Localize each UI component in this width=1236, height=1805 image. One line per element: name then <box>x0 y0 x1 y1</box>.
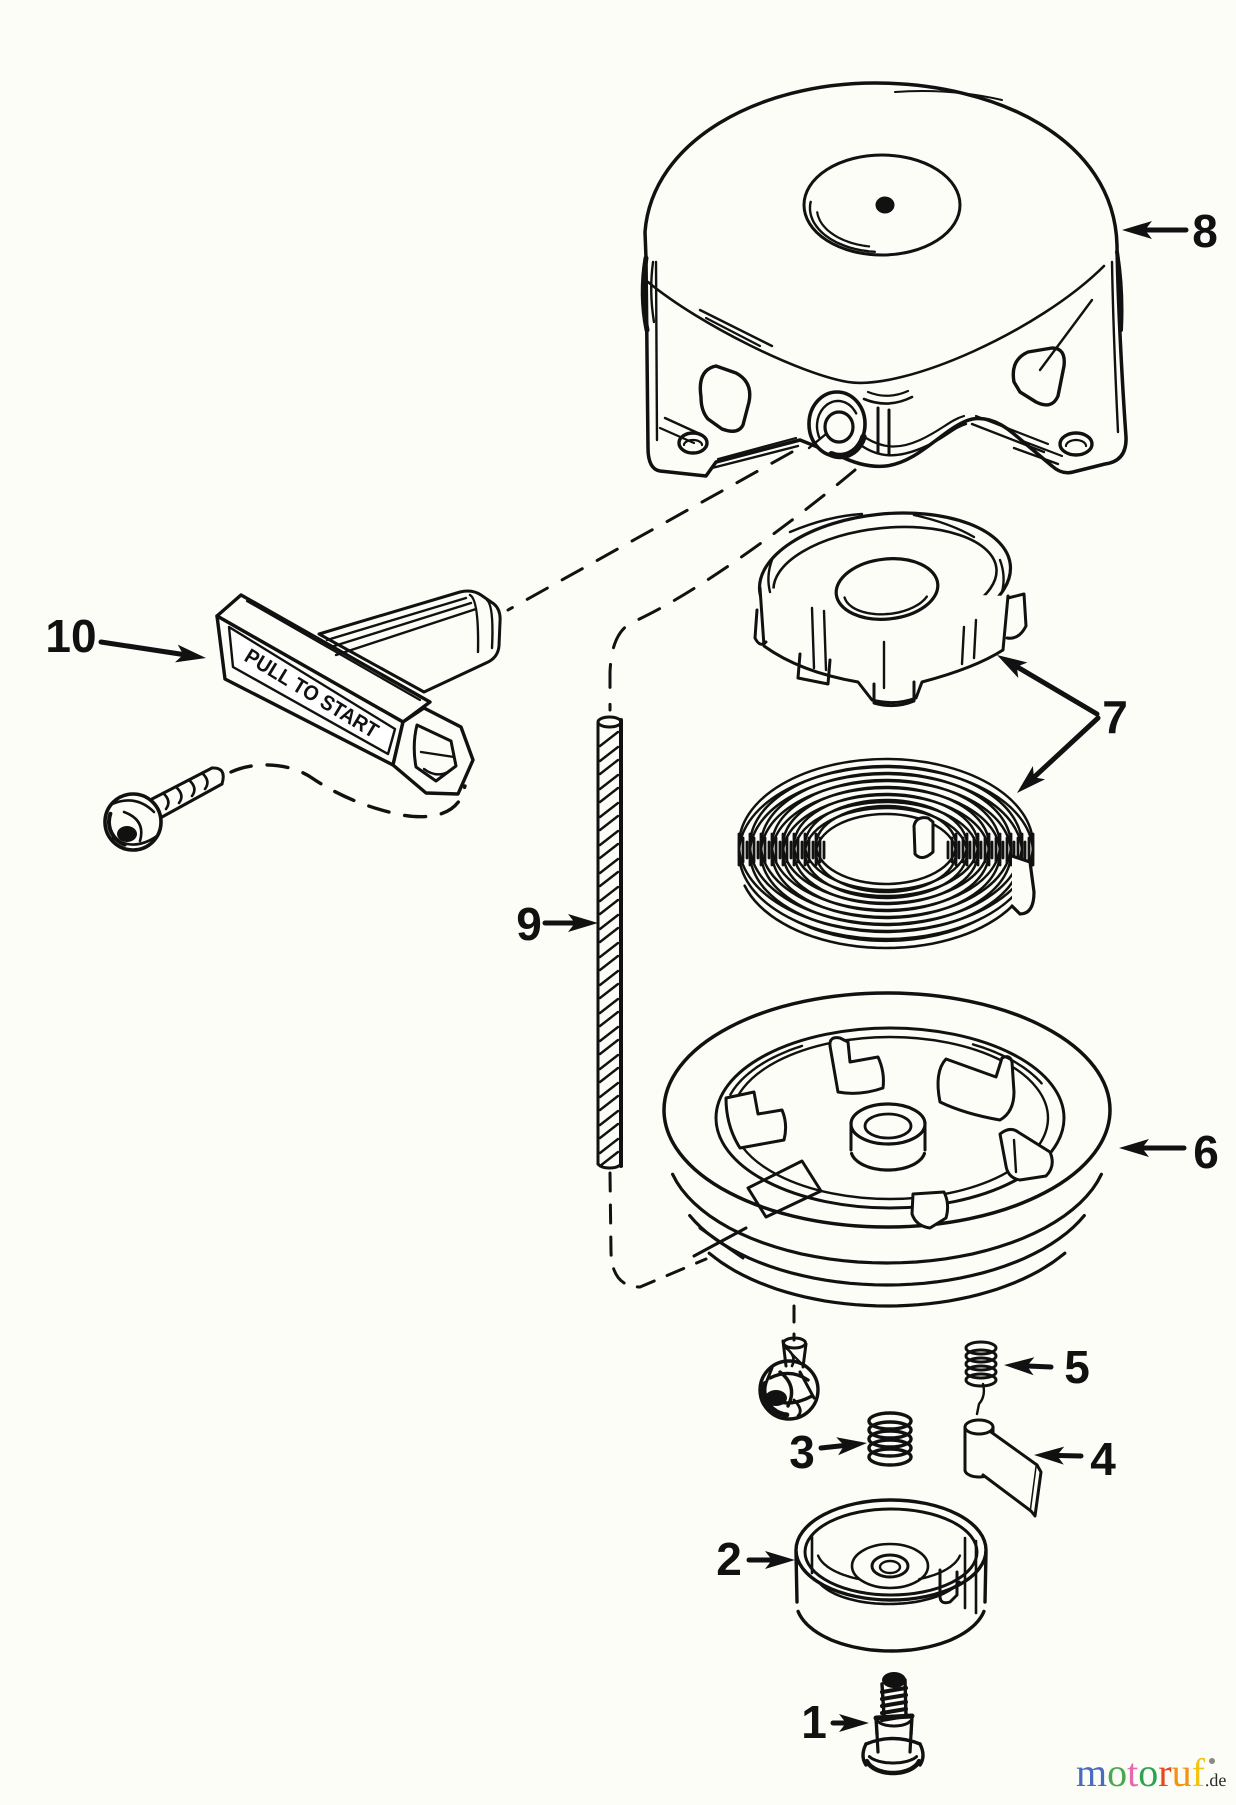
svg-text:7: 7 <box>1102 691 1128 743</box>
svg-text:4: 4 <box>1090 1433 1116 1485</box>
svg-text:10: 10 <box>45 610 96 662</box>
svg-text:2: 2 <box>716 1533 742 1585</box>
svg-text:3: 3 <box>789 1426 815 1478</box>
svg-text:5: 5 <box>1064 1341 1090 1393</box>
svg-text:6: 6 <box>1193 1126 1219 1178</box>
svg-text:9: 9 <box>516 898 542 950</box>
svg-text:8: 8 <box>1192 205 1218 257</box>
svg-text:1: 1 <box>801 1696 827 1748</box>
svg-text:motoruf.de: motoruf.de <box>1076 1750 1226 1795</box>
